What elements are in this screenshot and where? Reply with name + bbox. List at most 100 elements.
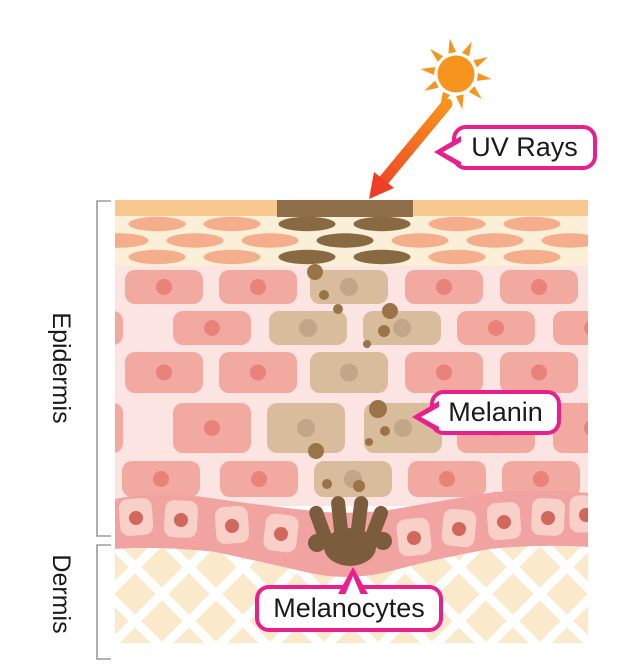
cell-nucleus [250, 364, 266, 381]
melanin-granule [308, 443, 324, 459]
sun-ray [461, 41, 472, 57]
corneum-cell-oval [353, 216, 411, 232]
melanin-label: Melanin [448, 397, 543, 427]
skin-block [76, 200, 588, 643]
keratinocyte-cells [76, 270, 588, 497]
corneum-cell-oval [203, 216, 261, 232]
corneum-cell-oval [128, 216, 186, 232]
melanin-granule [365, 438, 373, 446]
corneum-cell-oval [503, 216, 561, 232]
cell-nucleus [340, 278, 358, 296]
corneum-cell-oval [503, 249, 561, 265]
corneum-cell-oval [391, 233, 449, 248]
cell-nucleus [531, 279, 547, 295]
dermis-bracket [96, 544, 111, 660]
uv-rays-callout: UV Rays [434, 125, 597, 170]
corneum-cells [115, 216, 588, 265]
corneum-cell-oval [115, 233, 149, 248]
basal-cell-nucleus [497, 515, 511, 529]
uv-arrow-icon [369, 98, 453, 199]
cell-nucleus [436, 364, 452, 381]
corneum-cell-oval [541, 233, 588, 248]
tanned-surface-bar [277, 200, 413, 217]
corneum-cell-oval [316, 233, 374, 248]
sun-ray [455, 94, 464, 110]
cell-nucleus [488, 320, 504, 336]
cell-nucleus [393, 319, 411, 337]
melanin-granule [333, 304, 343, 314]
melanin-granule [378, 325, 390, 337]
sun-ray [476, 73, 492, 81]
cell-nucleus [156, 279, 172, 295]
melanin-granule [380, 426, 390, 436]
sun-ray [468, 86, 482, 100]
melanin-granule [307, 264, 323, 280]
cell-nucleus [584, 421, 588, 435]
sun-ray [424, 80, 439, 91]
epidermis-bracket [96, 200, 111, 537]
cell-nucleus [250, 279, 266, 295]
melanocytes-callout-tail [338, 567, 368, 595]
corneum-cell-oval [203, 249, 261, 265]
basal-cells [118, 495, 588, 557]
basal-cell-nucleus [579, 508, 588, 522]
corneum-cell-oval [241, 233, 299, 248]
cell-nucleus [204, 320, 220, 336]
cell-nucleus [297, 419, 315, 437]
epidermis-side-label: Epidermis [47, 312, 75, 424]
cell-nucleus [76, 320, 92, 336]
cell-nucleus [394, 419, 412, 437]
sun-ray [473, 57, 488, 68]
corneum-cell-oval [278, 216, 336, 232]
sun-core [437, 55, 475, 93]
corneum-cell-oval [278, 249, 336, 265]
corneum-cell-oval [428, 249, 486, 265]
cell-nucleus [299, 319, 317, 337]
melanocyte-shape [308, 496, 392, 566]
melanocytes-callout: Melanocytes [255, 567, 443, 632]
cell-nucleus [531, 364, 547, 381]
corneum-cell-oval [466, 233, 524, 248]
melanin-granule [319, 290, 329, 300]
cell-nucleus [156, 364, 172, 381]
cell-nucleus [340, 363, 358, 382]
sun-ray [430, 48, 444, 62]
melanin-granule [322, 479, 332, 489]
sun-icon [420, 38, 492, 110]
keratinocyte-cell [115, 311, 123, 345]
keratinocyte-cell [115, 403, 123, 453]
basal-cell [569, 495, 588, 533]
uv-rays-callout-tail [434, 136, 461, 168]
cell-nucleus [584, 321, 588, 335]
cell-nucleus [533, 471, 549, 487]
keratinocyte-cell [553, 311, 588, 345]
melanin-callout-tail [412, 401, 439, 433]
dermis-side-label: Dermis [47, 554, 75, 634]
basal-cell-nucleus [407, 531, 421, 545]
melanin-callout: Melanin [412, 390, 561, 435]
basal-cell-nucleus [452, 522, 466, 536]
basal-cell-nucleus [129, 511, 143, 525]
melanin-granule [353, 480, 365, 492]
melanin-granule [369, 400, 387, 418]
melanocytes-label: Melanocytes [273, 593, 425, 623]
basal-cell-nucleus [225, 519, 239, 533]
sun-ray [420, 67, 436, 75]
uv-rays-label: UV Rays [471, 132, 578, 162]
cell-nucleus [251, 471, 267, 487]
basal-cell-nucleus [174, 513, 188, 527]
cell-nucleus [436, 279, 452, 295]
melanin-granule [382, 303, 398, 319]
melanin-granules [307, 264, 398, 492]
corneum-cell-oval [128, 249, 186, 265]
cell-nucleus [439, 471, 455, 487]
corneum-cell-oval [353, 249, 411, 265]
basal-cell-nucleus [541, 511, 555, 525]
cell-nucleus [204, 420, 220, 436]
keratinocyte-cell [553, 403, 588, 453]
cell-nucleus [76, 420, 92, 436]
corneum-cell-oval [166, 233, 224, 248]
sun-ray [448, 38, 457, 54]
